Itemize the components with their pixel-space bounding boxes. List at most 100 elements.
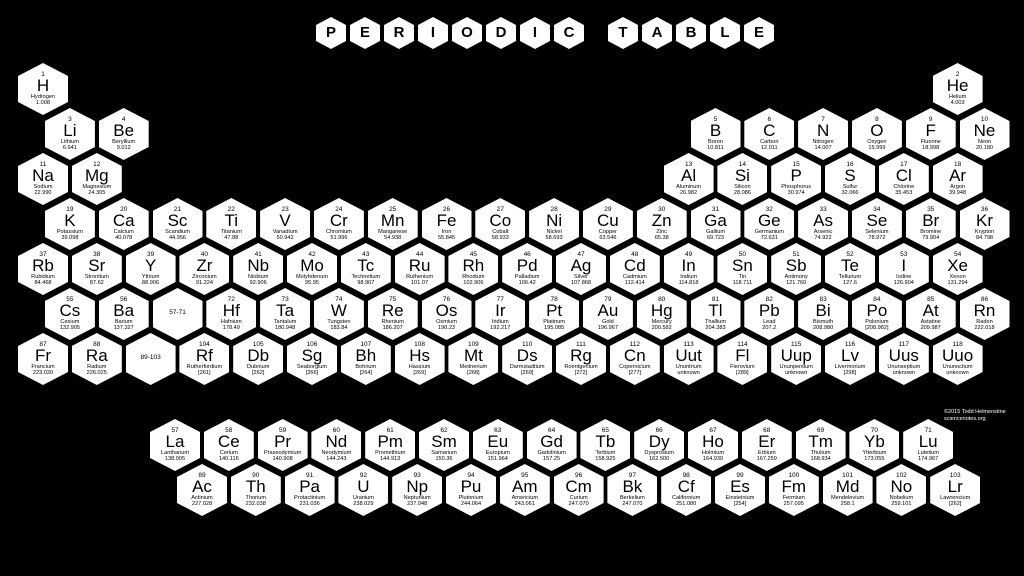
element-symbol: Tc <box>357 256 375 275</box>
element-symbol: Sr <box>88 256 106 275</box>
element-symbol: Ru <box>408 256 431 275</box>
element-name: Tungsten <box>327 319 351 325</box>
element-symbol: Am <box>512 477 538 496</box>
element-number: 112 <box>629 341 640 348</box>
element-name: Yttrium <box>141 274 160 280</box>
element-name: Titanium <box>220 229 242 235</box>
element-name: Californium <box>672 495 701 501</box>
element-number: 53 <box>900 251 908 258</box>
element-number: 4 <box>121 116 126 123</box>
element-symbol: Rg <box>570 346 592 365</box>
element-number: 96 <box>574 472 583 479</box>
element-name: Manganese <box>378 229 408 235</box>
element-mass: 78.972 <box>868 235 886 241</box>
element-symbol: Ta <box>276 301 295 320</box>
element-number: 22 <box>227 206 235 213</box>
element-name: Krypton <box>974 229 995 235</box>
title-letter: L <box>710 17 740 49</box>
element-symbol: Ir <box>495 301 506 320</box>
element-mass: [269] <box>413 370 426 376</box>
element-number: 103 <box>949 472 961 479</box>
element-number: 68 <box>763 427 771 434</box>
element-number: 74 <box>335 296 343 303</box>
element-number: 90 <box>252 472 260 479</box>
element-name: Silver <box>574 274 588 280</box>
element-name: Ytterbium <box>862 450 887 456</box>
element-mass: 144.913 <box>380 456 401 462</box>
element-name: Calcium <box>113 229 134 235</box>
element-symbol: Mt <box>463 346 483 365</box>
element-name: Cerium <box>219 450 238 456</box>
element-name: Copper <box>598 229 618 235</box>
element-number: 102 <box>895 472 907 479</box>
element-number: 109 <box>467 341 479 348</box>
element-mass: 232.038 <box>245 501 266 507</box>
element-name: Nickel <box>546 229 562 235</box>
element-number: 45 <box>469 251 477 258</box>
element-symbol: Hg <box>650 301 673 320</box>
element-name: Nobelium <box>889 495 914 501</box>
element-mass: 6.941 <box>62 145 77 151</box>
element-name: Gold <box>601 319 614 325</box>
element-number: 89 <box>198 472 206 479</box>
element-symbol: Es <box>730 477 750 496</box>
title-letter: R <box>384 17 414 49</box>
element-name: Barium <box>114 319 133 325</box>
element-mass: 132.905 <box>59 325 80 331</box>
element-symbol: In <box>681 256 696 275</box>
element-number: 85 <box>927 296 935 303</box>
element-name: Fluorine <box>920 139 941 145</box>
element-number: 82 <box>765 296 773 303</box>
title-letter: T <box>608 17 638 49</box>
element-number: 55 <box>66 296 74 303</box>
element-mass: 32.066 <box>841 190 859 196</box>
element-symbol: I <box>901 256 907 275</box>
element-name: Niobium <box>247 274 269 280</box>
element-mass: [208.982] <box>865 325 889 331</box>
element-number: 11 <box>39 161 47 168</box>
element-name: Polonium <box>865 319 889 325</box>
element-symbol: F <box>925 121 936 140</box>
element-symbol: Bk <box>622 477 643 496</box>
element-symbol: Ni <box>546 211 563 230</box>
element-number: 2 <box>955 71 960 78</box>
element-symbol: Tb <box>595 432 616 451</box>
element-number: 6 <box>767 116 772 123</box>
element-name: Einsteinium <box>725 495 755 501</box>
element-number: 108 <box>414 341 426 348</box>
element-name: Holmium <box>701 450 725 456</box>
element-symbol: 89-103 <box>140 354 161 361</box>
element-number: 12 <box>93 161 101 168</box>
element-name: Tantalum <box>273 319 297 325</box>
element-name: Seaborgium <box>296 364 328 370</box>
element-name: Astatine <box>920 319 941 325</box>
element-name: Curium <box>569 495 588 501</box>
element-name: Sodium <box>33 184 53 190</box>
element-number: 79 <box>604 296 612 303</box>
element-name: Beryllium <box>112 139 136 145</box>
element-symbol: W <box>330 301 347 320</box>
element-number: 30 <box>658 206 666 213</box>
element-name: Carbon <box>760 139 779 145</box>
